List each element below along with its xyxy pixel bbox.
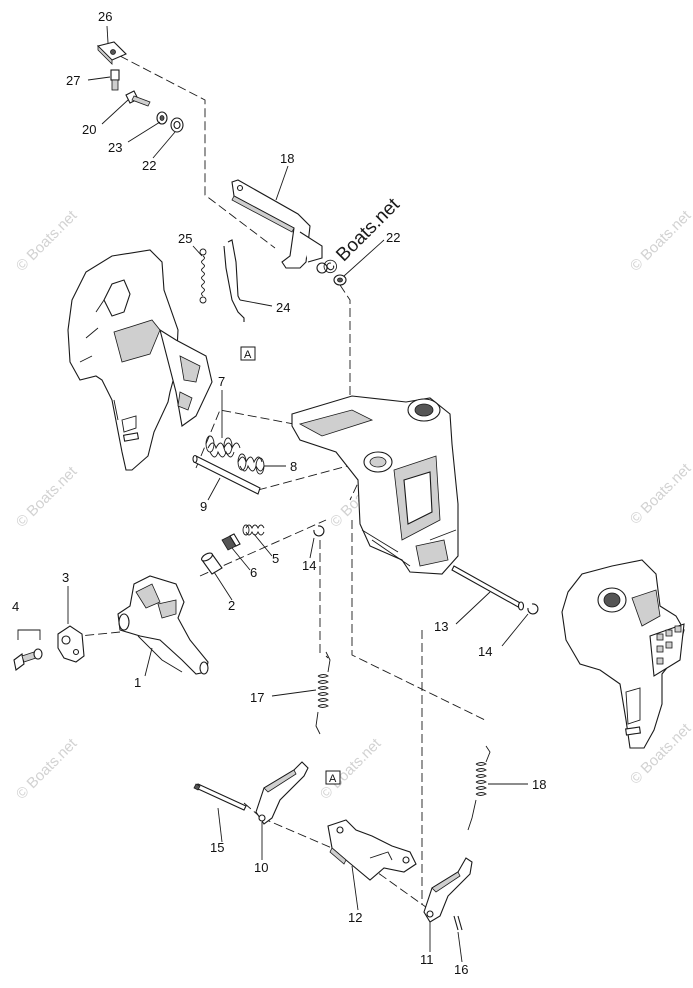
part-3-plate <box>57 625 85 663</box>
callout-17: 18 <box>280 151 294 166</box>
callout-22: 22 <box>142 158 156 173</box>
watermark-right-top: © Boats.net <box>627 207 693 275</box>
callout-4: 4 <box>12 599 19 614</box>
part-2-collar <box>201 552 223 575</box>
callout-20: 22 <box>386 230 400 245</box>
callout-14-lower: 14 <box>478 644 492 659</box>
part-24-rod <box>223 239 245 322</box>
watermark-left-low: © Boats.net <box>13 735 81 803</box>
callout-numbers: 26 27 20 23 22 18 22 25 24 7 8 9 5 6 14 … <box>12 9 546 977</box>
reference-box-a-upper-label: A <box>244 349 252 361</box>
callout-8: 8 <box>290 459 297 474</box>
callout-19: 20 <box>82 122 96 137</box>
part-25-spring <box>199 248 207 304</box>
callout-16: 16 <box>454 962 468 977</box>
callout-18-lower: 18 <box>532 777 546 792</box>
part-8-spring <box>237 453 265 475</box>
callout-2: 2 <box>228 598 235 613</box>
callout-18-upper: 17 <box>250 690 264 705</box>
part-4-bolt <box>13 629 43 671</box>
callout-27: 27 <box>66 73 80 88</box>
callout-11: 11 <box>420 952 434 967</box>
part-23-washer <box>156 111 168 125</box>
part-12-link <box>327 819 417 881</box>
part-27-nipple <box>110 69 120 91</box>
part-20-washer <box>316 262 347 286</box>
part-26-clip <box>96 41 127 65</box>
part-11-lever <box>423 857 473 923</box>
callout-25: 25 <box>178 231 192 246</box>
callout-7: 7 <box>218 374 225 389</box>
callout-15: 15 <box>210 840 224 855</box>
part-19-bolt <box>125 90 151 107</box>
callout-5: 5 <box>272 551 279 566</box>
callout-9: 9 <box>200 499 207 514</box>
part-18-spring-lower <box>467 745 491 831</box>
callout-14-upper: 14 <box>302 558 316 573</box>
part-5-spring <box>242 524 265 536</box>
part-22-washer <box>170 117 184 133</box>
reference-box-a-upper: A <box>240 346 256 361</box>
callout-13: 13 <box>434 619 448 634</box>
part-14-clip-lower <box>527 603 539 615</box>
watermark-left-top: © Boats.net <box>13 207 81 275</box>
part-13-shaft <box>451 565 525 611</box>
part-18-spring-upper <box>315 651 331 735</box>
part-10-lever <box>255 761 309 825</box>
part-6-lock <box>221 533 241 551</box>
callout-10: 10 <box>254 860 268 875</box>
callout-1: 1 <box>134 675 141 690</box>
callout-24: 24 <box>276 300 290 315</box>
reference-box-a-lower: A <box>325 770 341 785</box>
callout-26: 26 <box>98 9 112 24</box>
callout-6: 6 <box>250 565 257 580</box>
leader-lines <box>67 25 529 963</box>
swivel-bracket-body <box>291 395 459 575</box>
watermark-center-low: © Boats.net <box>317 735 385 803</box>
callout-23: 23 <box>108 140 122 155</box>
part-17-lever <box>231 179 323 269</box>
part-1-tilt-lock <box>117 575 209 675</box>
part-7-spring <box>205 435 241 458</box>
part-15-pin <box>193 783 247 811</box>
watermark-right-mid: © Boats.net <box>627 460 693 528</box>
part-14-clip-upper <box>313 525 325 537</box>
callout-3: 3 <box>62 570 69 585</box>
right-bracket-hole-column <box>656 625 682 665</box>
reference-box-a-lower-label: A <box>329 773 337 785</box>
callout-12: 12 <box>348 910 362 925</box>
watermark-left-mid: © Boats.net <box>13 463 81 531</box>
left-clamp-bracket <box>67 249 213 471</box>
part-16-cotter-pin <box>453 915 463 931</box>
part-9-pin <box>192 454 261 495</box>
right-clamp-bracket <box>561 559 685 749</box>
